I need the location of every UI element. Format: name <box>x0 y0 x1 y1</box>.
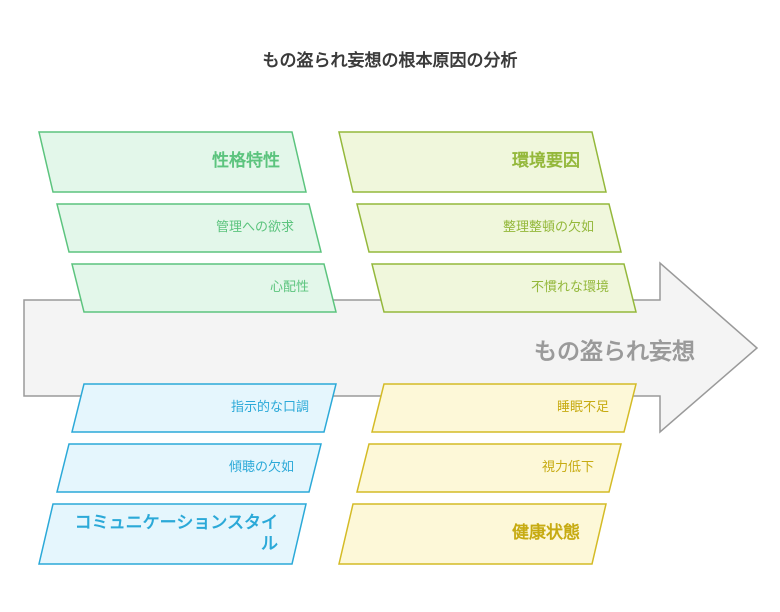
environment-item-box-1 <box>356 203 622 253</box>
communication-item-2: 傾聴の欠如 <box>228 459 294 475</box>
communication-head-label: コミュニケーションスタイル <box>74 512 278 554</box>
communication-item-box-2 <box>56 443 322 493</box>
communication-item-box-1 <box>71 383 337 433</box>
communication-head-box <box>38 503 307 565</box>
health-head-label: 健康状態 <box>512 523 580 544</box>
effect-label: もの盗られ妄想 <box>534 339 695 365</box>
personality-item-1: 管理への欲求 <box>215 219 294 235</box>
health-head-box <box>338 503 607 565</box>
health-item-1: 睡眠不足 <box>556 399 609 415</box>
personality-item-2: 心配性 <box>269 279 309 295</box>
health-item-box-2 <box>356 443 622 493</box>
personality-item-box-2 <box>71 263 337 313</box>
environment-item-2: 不慣れな環境 <box>530 279 609 295</box>
personality-head-box <box>38 131 307 193</box>
environment-item-box-2 <box>371 263 637 313</box>
environment-head-box <box>338 131 607 193</box>
communication-item-1: 指示的な口調 <box>230 399 309 415</box>
environment-head-label: 環境要因 <box>512 151 580 172</box>
environment-item-1: 整理整頓の欠如 <box>502 219 594 235</box>
personality-head-label: 性格特性 <box>212 151 280 172</box>
health-item-box-1 <box>371 383 637 433</box>
diagram-title: もの盗られ妄想の根本原因の分析 <box>262 51 518 71</box>
personality-item-box-1 <box>56 203 322 253</box>
health-item-2: 視力低下 <box>541 459 594 475</box>
